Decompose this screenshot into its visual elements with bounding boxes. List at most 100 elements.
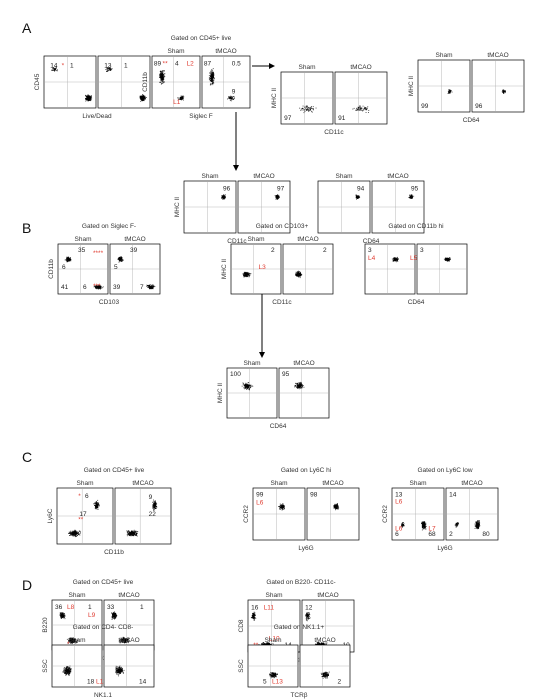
sham-label: Sham [265,637,282,644]
gate-label: Gated on CD45+ live [84,467,145,474]
tmcao-label: tMCAO [132,480,153,487]
sham-label: Sham [299,64,316,71]
sham-dot-plot: 100 [226,367,278,419]
significance-marker: * [67,641,70,648]
gate-percentage: 97 [277,185,285,192]
tmcao-dot-plot: 3 [416,243,468,295]
y-axis-label: MHC II [271,88,278,108]
y-axis-label: B220 [42,617,49,633]
gate-label: Gated on Ly6C hi [281,467,331,474]
significance-marker: * [62,62,65,69]
gate-percentage: 12 [305,604,313,611]
gate-percentage: 6 [83,284,87,291]
sham-dot-plot: 97 [280,71,334,125]
x-axis-label: CD11c [93,655,113,662]
sham-label: Sham [168,48,185,55]
x-axis-label: CD64 [463,117,480,124]
gate-percentage: 36 [55,604,63,611]
gate-percentage: 99 [421,103,429,110]
tmcao-dot-plot: 95 [278,367,330,419]
significance-marker: L1 [173,99,181,106]
gate-percentage: 1 [140,604,144,611]
sham-label: Sham [77,480,94,487]
gate-percentage: 41 [61,284,69,291]
y-axis-label: CD11b [142,72,149,92]
significance-marker: L4 [368,255,376,262]
gate-percentage: 7 [140,284,144,291]
gate-percentage: 39 [130,247,138,254]
x-axis-label: TCRβ [290,692,307,699]
tmcao-dot-plot: 91 [334,71,388,125]
tmcao-label: tMCAO [215,48,236,55]
significance-marker: L11 [264,604,275,611]
gate-percentage: 2 [323,247,327,254]
gate-percentage: 16 [251,604,259,611]
tmcao-label: tMCAO [350,64,371,71]
tmcao-label: tMCAO [317,592,338,599]
gate-percentage: 6 [62,264,66,271]
gate-label: Gated on CD11b hi [388,223,443,230]
gate-percentage: 1 [70,62,74,69]
gate-percentage: 13 [395,491,403,498]
gate-percentage: 5 [263,679,267,686]
significance-marker: L6 [395,499,403,506]
tmcao-label: tMCAO [124,236,145,243]
tmcao-label: tMCAO [322,480,343,487]
y-axis-label: CCR2 [243,505,250,523]
plot-group: Gated on B220- CD11c-ShamtMCAOCD4CD81614… [238,579,355,664]
gate-percentage: 97 [284,115,292,122]
gate-percentage: 94 [357,185,365,192]
significance-marker: L8 [67,604,75,611]
gate-label: Gated on CD4- CD8- [73,624,134,631]
y-axis-label: MHC II [221,259,228,279]
x-axis-label: CD64 [408,299,425,306]
significance-marker: * [78,493,81,500]
gate-percentage: 87 [204,60,212,67]
panel-letter-b: B [22,220,31,236]
sham-dot-plot: 96 [183,180,237,234]
sham-label: Sham [248,236,265,243]
significance-marker: L2 [187,60,195,67]
gate-percentage: 18 [87,679,95,686]
x-axis-label: CD11b [104,549,124,556]
tmcao-dot-plot: 33 1 [103,599,155,651]
y-axis-label: CD11b [48,259,55,279]
y-axis-label: MHC II [217,383,224,403]
tmcao-label: tMCAO [118,637,139,644]
y-axis-label: Ly6C [47,508,54,523]
x-axis-label: Siglec F [189,113,213,120]
gate-percentage: 33 [107,604,115,611]
gate-label: Gated on CD45+ live [73,579,134,586]
significance-marker: L9 [88,612,96,619]
gate-percentage: 6 [85,493,89,500]
tmcao-dot-plot: 95 [371,180,425,234]
x-axis-label: Ly6G [437,545,452,552]
gate-percentage: 13 [104,62,112,69]
tmcao-dot-plot: 2 [282,243,334,295]
gate-percentage: 14 [139,679,147,686]
tmcao-dot-plot: 922 [114,487,172,545]
tmcao-label: tMCAO [461,480,482,487]
gate-percentage: 2 [449,531,453,538]
gate-percentage: 91 [338,115,346,122]
y-axis-label: CCR2 [382,505,389,523]
tmcao-dot-plot: 96 [471,59,525,113]
sham-label: Sham [69,592,86,599]
x-axis-label: Ly6G [298,545,313,552]
gate-percentage: 14 [449,491,457,498]
tmcao-label: tMCAO [314,637,335,644]
